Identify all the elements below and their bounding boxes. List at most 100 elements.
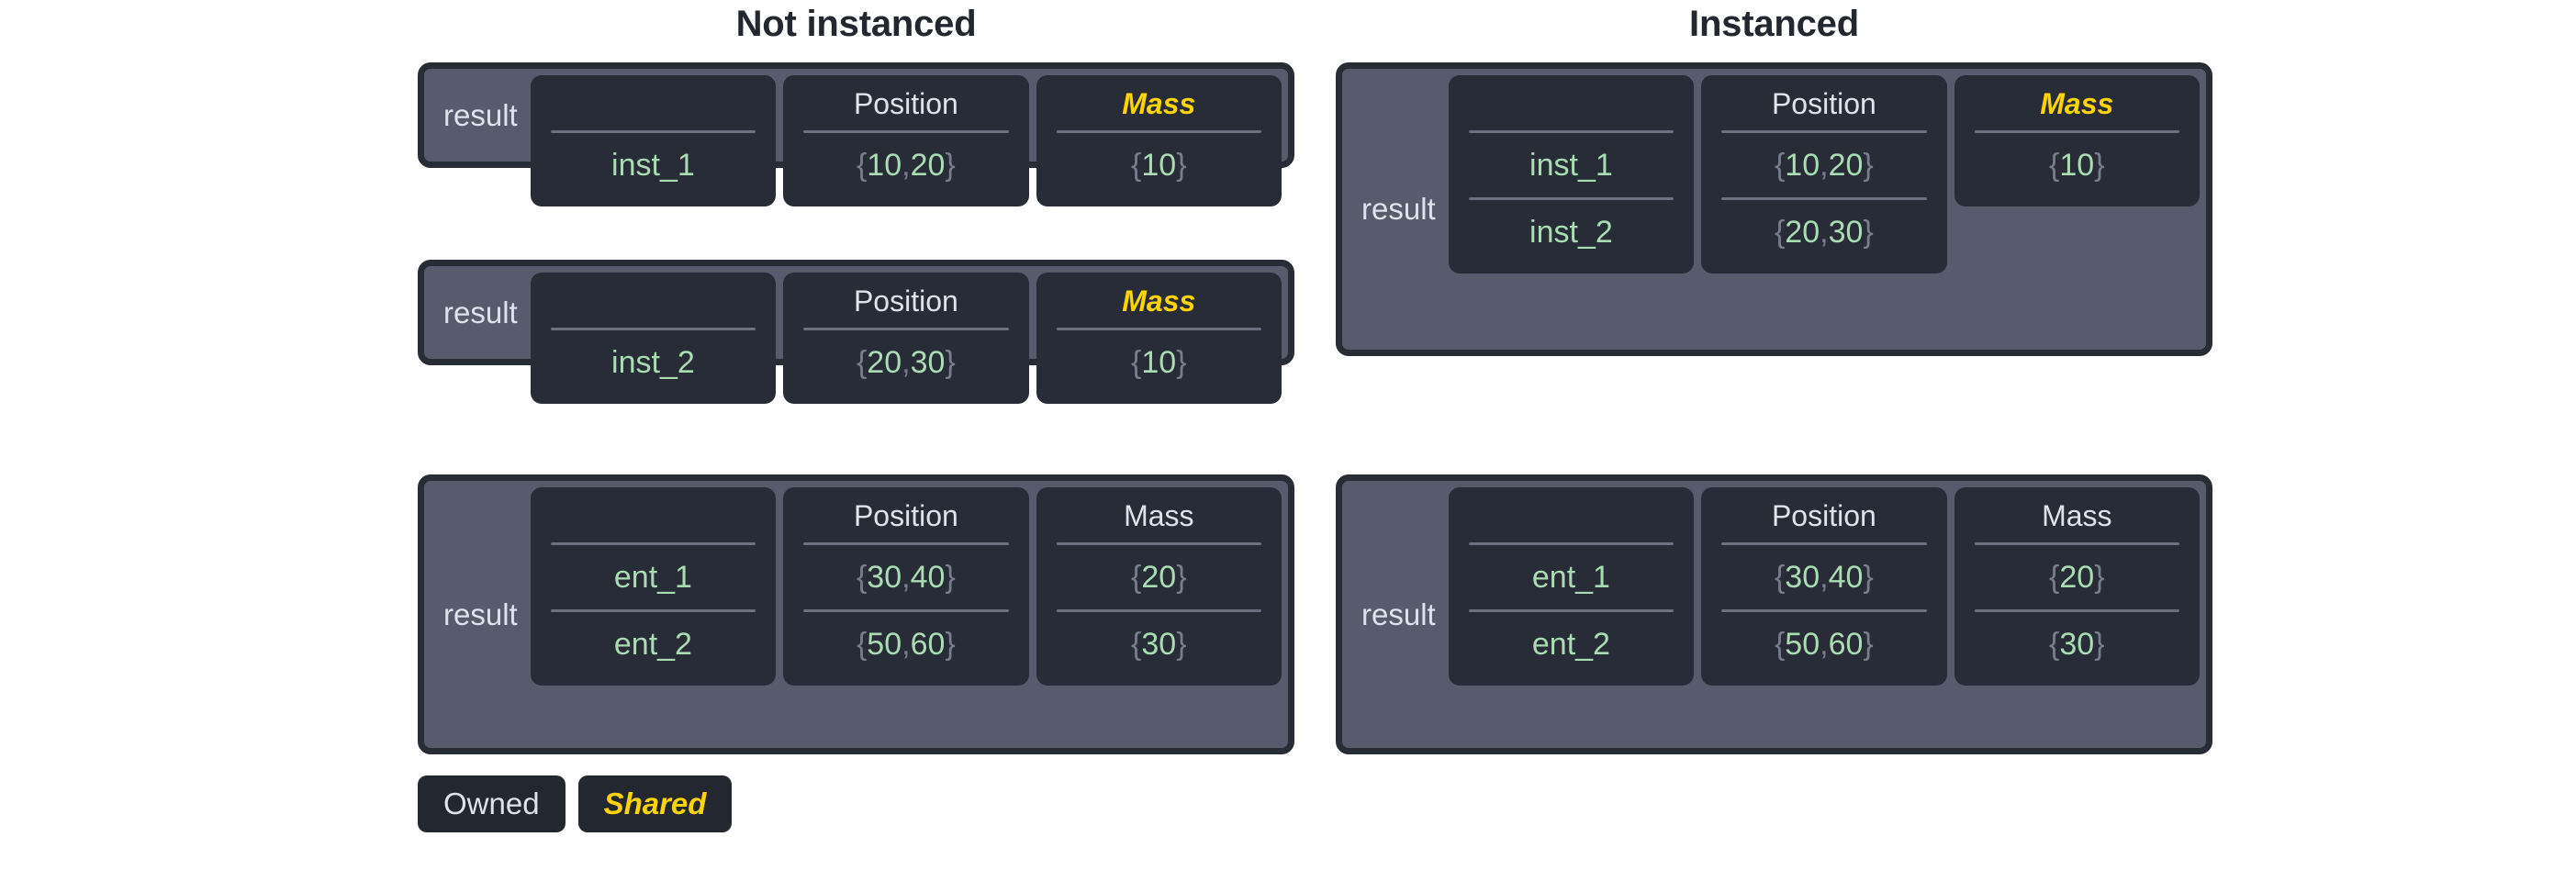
result-label: result xyxy=(443,597,518,631)
column-position-cell: {20, 30} xyxy=(856,344,956,380)
column-id: inst_1 inst_2 xyxy=(1448,75,1695,273)
column-position: Position {10, 20} {20, 30} xyxy=(1701,75,1947,273)
column-group: inst_2 Position {20, 30} Mass {10} xyxy=(530,273,1282,404)
column-position-header: Position xyxy=(1771,86,1876,120)
column-position: Position {20, 30} xyxy=(783,273,1029,404)
column-padding xyxy=(783,194,1028,206)
header-separator xyxy=(803,328,1009,330)
column-mass-header: Mass xyxy=(1122,86,1196,120)
column-mass: Mass {20} {30} xyxy=(1954,487,2201,686)
column-id-cell: inst_1 xyxy=(611,147,695,183)
column-mass-cell: {10} xyxy=(2049,147,2105,183)
column-padding xyxy=(1954,673,2200,686)
column-position: Position {30, 40} {50, 60} xyxy=(1701,487,1947,686)
legend: Owned Shared xyxy=(418,775,733,832)
row-separator xyxy=(803,609,1009,612)
column-mass-cell: {30} xyxy=(2049,626,2105,662)
column-id-cell: inst_1 xyxy=(1529,147,1613,183)
legend-chip-owned[interactable]: Owned xyxy=(418,775,566,832)
column-title-not-instanced: Not instanced xyxy=(735,4,977,44)
column-group: inst_1 Position {10, 20} Mass {10} xyxy=(530,75,1282,206)
column-id-cell: inst_2 xyxy=(1529,214,1613,250)
column-position-cell: {50, 60} xyxy=(856,626,956,662)
column-id: inst_1 xyxy=(530,75,777,206)
result-label: result xyxy=(1361,192,1436,226)
column-id-header xyxy=(531,273,776,324)
column-position-cell: {50, 60} xyxy=(1774,626,1874,662)
column-mass-cell: {20} xyxy=(1131,559,1187,595)
column-position-cell: {20, 30} xyxy=(1774,214,1874,250)
legend-chip-shared[interactable]: Shared xyxy=(577,775,733,832)
header-separator xyxy=(1974,130,2180,133)
row-separator xyxy=(1468,609,1674,612)
header-separator xyxy=(1468,542,1674,545)
row-separator xyxy=(1721,609,1927,612)
column-position-header: Position xyxy=(853,86,958,120)
result-label: result xyxy=(443,97,518,132)
row-separator xyxy=(1974,609,2180,612)
column-mass-header: Mass xyxy=(1122,284,1196,318)
result-label: result xyxy=(1361,597,1436,631)
row-separator xyxy=(1056,609,1262,612)
column-padding xyxy=(783,673,1028,686)
column-padding xyxy=(531,194,776,206)
column-mass-header: Mass xyxy=(2042,498,2112,532)
column-padding xyxy=(1036,673,1282,686)
column-padding xyxy=(1449,261,1694,273)
column-mass-cell: {10} xyxy=(1131,344,1187,380)
column-id-header xyxy=(1449,487,1694,539)
column-position-header: Position xyxy=(1771,498,1876,532)
column-id-header xyxy=(531,75,776,127)
row-separator xyxy=(1468,197,1674,200)
column-id: ent_1 ent_2 xyxy=(1448,487,1695,686)
column-padding xyxy=(1449,673,1694,686)
column-title-instanced: Instanced xyxy=(1689,4,1859,44)
header-separator xyxy=(550,130,756,133)
column-padding xyxy=(1036,391,1282,404)
column-id: inst_2 xyxy=(530,273,777,404)
result-label: result xyxy=(443,295,518,329)
header-separator xyxy=(1056,130,1262,133)
column-mass: Mass {10} xyxy=(1036,75,1282,206)
column-padding xyxy=(783,391,1028,404)
header-separator xyxy=(550,542,756,545)
column-position-header: Position xyxy=(853,284,958,318)
column-position: Position {10, 20} xyxy=(783,75,1029,206)
column-mass-header: Mass xyxy=(1124,498,1194,532)
column-padding xyxy=(1036,194,1282,206)
column-padding xyxy=(531,673,776,686)
column-mass: Mass {10} xyxy=(1036,273,1282,404)
header-separator xyxy=(1056,542,1262,545)
column-group: ent_1 ent_2 Position {30, 40} {50, 60} Mass {2… xyxy=(1448,487,2201,742)
column-id-header xyxy=(531,487,776,539)
column-padding xyxy=(1701,261,1946,273)
column-position-cell: {30, 40} xyxy=(856,559,956,595)
header-separator xyxy=(803,130,1009,133)
header-separator xyxy=(1721,542,1927,545)
column-id-cell: ent_2 xyxy=(613,626,692,662)
header-separator xyxy=(1468,130,1674,133)
header-separator xyxy=(550,328,756,330)
table-left-mid: result inst_2 Position {20, 30} Mass {10} xyxy=(418,260,1294,404)
column-position-cell: {10, 20} xyxy=(856,147,956,183)
table-right-bottom: result ent_1 ent_2 Position {30, 40} {50, 60… xyxy=(1336,474,2212,754)
column-mass: Mass {20} {30} xyxy=(1036,487,1282,686)
table-left-top: result inst_1 Position {10, 20} Mass {10} xyxy=(418,62,1294,206)
column-id-cell: ent_2 xyxy=(1531,626,1610,662)
column-position-header: Position xyxy=(853,498,958,532)
header-separator xyxy=(1721,130,1927,133)
column-mass-cell: {20} xyxy=(2049,559,2105,595)
column-padding xyxy=(1954,194,2200,206)
column-mass-cell: {30} xyxy=(1131,626,1187,662)
header-separator xyxy=(1974,542,2180,545)
column-position-cell: {10, 20} xyxy=(1774,147,1874,183)
row-separator xyxy=(1721,197,1927,200)
column-position-cell: {30, 40} xyxy=(1774,559,1874,595)
header-separator xyxy=(1056,328,1262,330)
column-id-cell: ent_1 xyxy=(613,559,692,595)
column-padding xyxy=(531,391,776,404)
column-id-cell: ent_1 xyxy=(1531,559,1610,595)
column-mass-cell: {10} xyxy=(1131,147,1187,183)
